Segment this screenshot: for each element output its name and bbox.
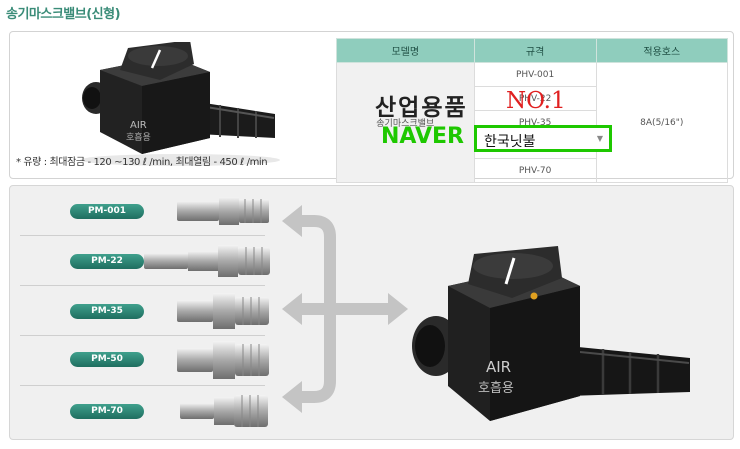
plug-image bbox=[144, 245, 270, 277]
plug-badge: PM-22 bbox=[70, 254, 144, 269]
valve-product-image: AIR 호흡용 bbox=[80, 42, 280, 166]
naver-logo: NAVER bbox=[381, 124, 464, 149]
watermark-number: NO.1 bbox=[506, 88, 566, 114]
page-title: 송기마스크밸브(신형) bbox=[6, 7, 121, 22]
plug-row: PM-50 bbox=[20, 336, 269, 386]
plug-badge: PM-35 bbox=[70, 304, 144, 319]
air-label: AIR bbox=[486, 358, 511, 376]
plug-image bbox=[180, 395, 268, 427]
plug-image bbox=[177, 341, 269, 379]
select-value: 한국닛불 bbox=[484, 134, 536, 150]
valve-large-image: AIR 호흡용 bbox=[412, 246, 690, 421]
plug-image bbox=[177, 197, 269, 225]
header-spec: 규격 bbox=[473, 38, 597, 63]
breath-label: 호흡용 bbox=[478, 381, 514, 396]
product-info-panel: AIR 호흡용 * 유량 : 최대잠금 - 120 ~130 ℓ /min, 최… bbox=[9, 31, 734, 183]
plug-row: PM-35 bbox=[20, 286, 269, 336]
plug-badge: PM-70 bbox=[70, 404, 144, 419]
hose-cell: 8A(5/16") bbox=[595, 62, 729, 183]
plug-image bbox=[177, 293, 269, 329]
spec-cell: PHV-70 bbox=[473, 158, 597, 183]
connection-arrows bbox=[282, 205, 408, 413]
spec-table: 모델명 규격 적용호스 송기마스크밸브 PHV-001 8A(5/16") PH… bbox=[336, 38, 729, 183]
spec-cell: PHV-001 bbox=[473, 62, 597, 87]
plug-row: PM-22 bbox=[20, 236, 270, 286]
air-label: AIR bbox=[130, 120, 147, 131]
model-cell: 송기마스크밸브 bbox=[336, 62, 475, 183]
breath-label: 호흡용 bbox=[126, 131, 151, 143]
watermark-title: 산업용품 bbox=[375, 94, 468, 121]
plugs-panel: PM-001 PM-22 PM-35 bbox=[9, 185, 734, 440]
plug-badge: PM-50 bbox=[70, 352, 144, 367]
watermark-select[interactable]: 한국닛불 ▼ bbox=[474, 125, 612, 152]
header-model: 모델명 bbox=[336, 38, 475, 63]
chevron-down-icon: ▼ bbox=[596, 134, 603, 143]
plug-badge: PM-001 bbox=[70, 204, 144, 219]
plug-row: PM-70 bbox=[20, 386, 268, 436]
flow-note: * 유량 : 최대잠금 - 120 ~130 ℓ /min, 최대열림 - 45… bbox=[16, 157, 268, 168]
header-hose: 적용호스 bbox=[595, 38, 729, 63]
plug-row: PM-001 bbox=[20, 186, 269, 236]
